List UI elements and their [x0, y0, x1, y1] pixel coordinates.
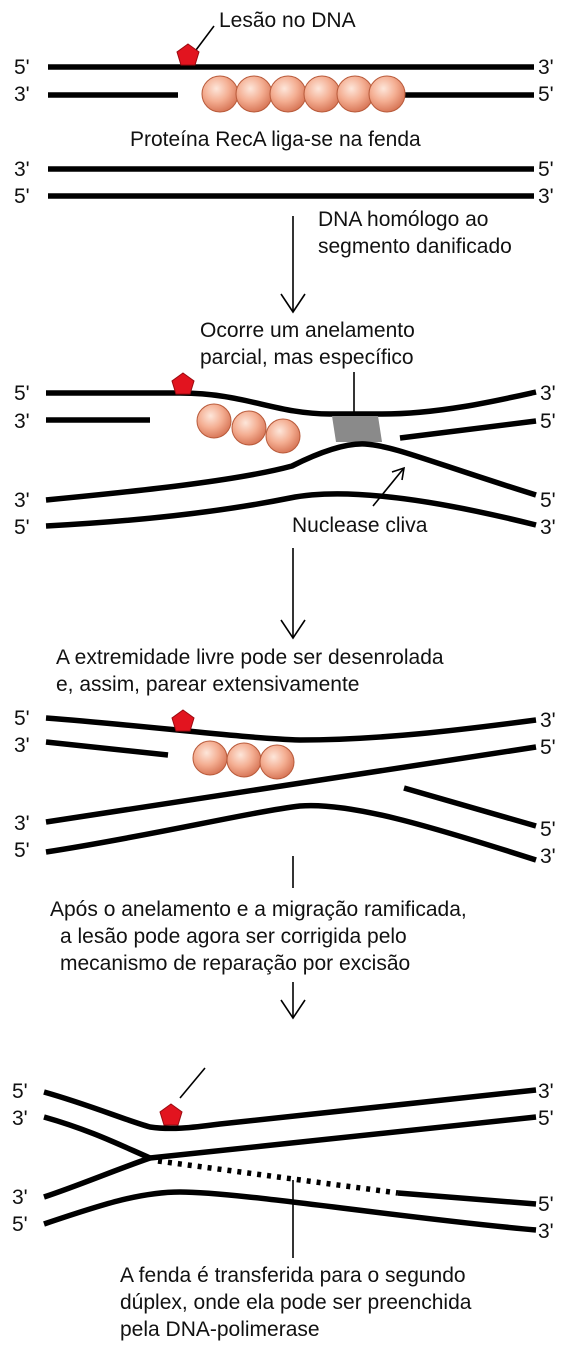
reca-protein-icon: [226, 742, 262, 778]
repaired-top-strand: [43, 1087, 537, 1132]
homolog-label-line2: segmento danificado: [318, 235, 512, 258]
end-label-5prime: 5': [12, 1213, 28, 1236]
annealing-label-line2: parcial, mas específico: [200, 346, 414, 369]
nuclease-pointer-arrow: [372, 466, 406, 507]
end-label-3prime: 3': [14, 158, 30, 181]
branch-migration-caption-line2: a lesão pode agora ser corrigida pelo: [60, 925, 407, 948]
reca-protein-icon: [196, 403, 232, 439]
end-label-3prime: 3': [12, 1186, 28, 1209]
end-label-3prime: 3': [12, 1107, 28, 1130]
homolog-invading-strand: [45, 744, 537, 825]
end-label-3prime: 3': [540, 845, 556, 868]
reca-protein-icon: [303, 75, 341, 113]
down-arrow-icon: [280, 982, 306, 1020]
nuclease-label: Nuclease cliva: [292, 514, 428, 537]
crossed-strand-b: [149, 1114, 537, 1161]
end-label-3prime: 3': [14, 734, 30, 757]
lesion-pentagon-icon: [159, 1103, 183, 1126]
end-label-5prime: 5': [540, 736, 556, 759]
end-label-3prime: 3': [14, 812, 30, 835]
end-label-5prime: 5': [538, 83, 554, 106]
end-label-5prime: 5': [540, 489, 556, 512]
reca-protein-icon: [336, 75, 374, 113]
end-label-5prime: 5': [14, 839, 30, 862]
end-label-3prime: 3': [540, 382, 556, 405]
reca-protein-cluster: [192, 740, 295, 780]
damaged-bottom-strand-right: [403, 785, 537, 829]
damaged-bottom-strand-right: [399, 418, 537, 441]
end-label-5prime: 5': [538, 158, 554, 181]
end-label-5prime: 5': [538, 1107, 554, 1130]
down-arrow-icon: [280, 548, 306, 640]
end-label-5prime: 5': [540, 410, 556, 433]
end-label-3prime: 3': [538, 1080, 554, 1103]
reca-binding-label: Proteína RecA liga-se na fenda: [130, 128, 421, 151]
reca-protein-cluster: [196, 403, 301, 454]
reca-protein-icon: [265, 418, 301, 454]
end-label-5prime: 5': [12, 1080, 28, 1103]
end-label-3prime: 3': [14, 410, 30, 433]
reca-protein-icon: [235, 75, 273, 113]
step-2-partial-annealing: Ocorre um anelamento parcial, mas especí…: [14, 319, 556, 640]
end-label-5prime: 5': [538, 1193, 554, 1216]
branch-migration-caption-line3: mecanismo de reparação por excisão: [60, 952, 410, 975]
step-1-nicked-duplex: 5' 3' 3' 5' Lesão no DNA Proteína RecA l…: [14, 9, 554, 314]
homolog-lower-strand: [45, 491, 537, 529]
reca-protein-icon: [368, 75, 406, 113]
annealing-patch: [332, 416, 382, 442]
damaged-bottom-strand-left: [45, 739, 169, 758]
end-label-3prime: 3': [538, 1220, 554, 1243]
end-label-3prime: 3': [540, 709, 556, 732]
gap-transfer-caption-line3: pela DNA-polimerase: [120, 1318, 320, 1341]
reca-protein-icon: [192, 740, 228, 776]
second-duplex-strand-right: [397, 1190, 537, 1207]
homolog-invading-strand: [45, 441, 537, 503]
reca-protein-icon: [201, 75, 239, 113]
unwinding-caption-line1: A extremidade livre pode ser desenrolada: [56, 646, 444, 669]
branch-migration-caption-line1: Após o anelamento e a migração ramificad…: [50, 898, 467, 921]
reca-protein-icon: [231, 410, 267, 446]
damaged-top-strand: [46, 389, 537, 417]
crossed-strand-c: [43, 1155, 151, 1200]
annealing-label-line1: Ocorre um anelamento: [200, 319, 415, 342]
step-3-extensive-pairing: A extremidade livre pode ser desenrolada…: [14, 646, 556, 888]
reca-protein-icon: [269, 75, 307, 113]
gap-dotted-segment: [157, 1158, 399, 1196]
homolog-label-line1: DNA homólogo ao: [318, 208, 488, 231]
end-label-3prime: 3': [14, 489, 30, 512]
second-duplex-lower-strand: [43, 1189, 537, 1233]
homolog-lower-strand: [45, 802, 537, 863]
end-label-5prime: 5': [14, 382, 30, 405]
crossed-strand-a: [43, 1114, 152, 1161]
end-label-5prime: 5': [540, 818, 556, 841]
lesion-pentagon-icon: [176, 43, 200, 66]
gap-transfer-caption-line1: A fenda é transferida para o segundo: [120, 1264, 466, 1287]
unwinding-caption-line2: e, assim, parear extensivamente: [56, 673, 359, 696]
step-5-gap-transfer: 5' 3' 3' 5' 3' 5' 5' 3' A fenda é transf…: [12, 1067, 554, 1341]
end-label-3prime: 3': [538, 185, 554, 208]
end-label-3prime: 3': [540, 516, 556, 539]
gap-transfer-caption-line2: dúplex, onde ela pode ser preenchida: [120, 1291, 472, 1314]
end-label-3prime: 3': [14, 83, 30, 106]
reca-protein-cluster: [201, 75, 406, 113]
end-label-5prime: 5': [14, 707, 30, 730]
end-label-5prime: 5': [14, 56, 30, 79]
down-arrow-icon: [280, 216, 306, 314]
end-label-5prime: 5': [14, 516, 30, 539]
end-label-3prime: 3': [538, 56, 554, 79]
damaged-top-strand: [45, 715, 537, 743]
reca-protein-icon: [259, 744, 295, 780]
lesion-pointer-line: [195, 25, 215, 51]
lesion-label: Lesão no DNA: [219, 9, 356, 32]
end-label-5prime: 5': [14, 185, 30, 208]
lesion-pointer-line: [179, 1067, 206, 1099]
step-4-branch-migration: Após o anelamento e a migração ramificad…: [50, 898, 467, 1020]
lesion-pentagon-icon: [171, 709, 195, 732]
lesion-pentagon-icon: [171, 372, 195, 395]
